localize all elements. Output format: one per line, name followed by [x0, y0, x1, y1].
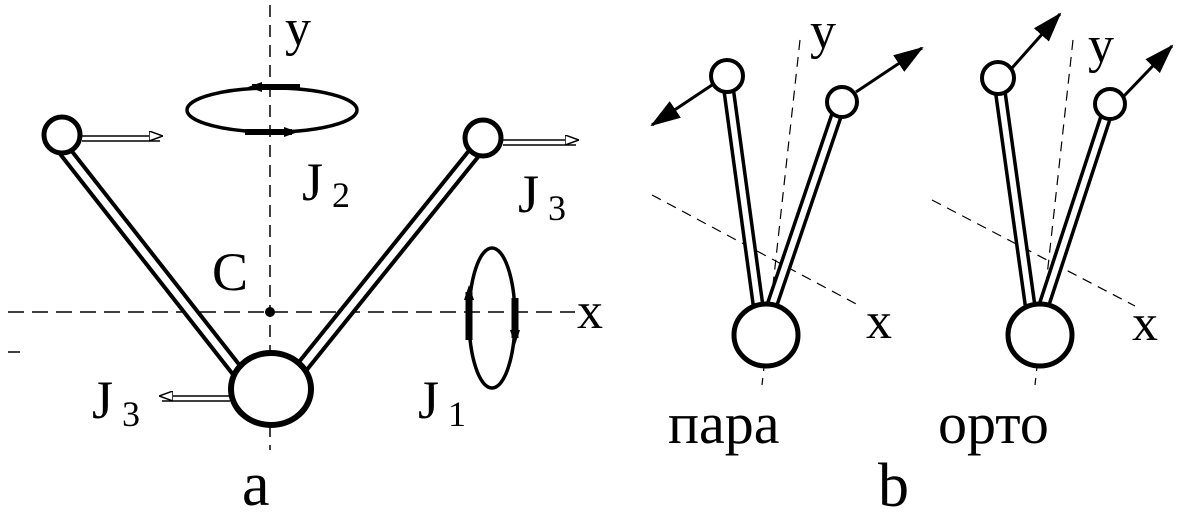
x-axis-label-a: x — [577, 283, 603, 340]
arrow-left-para — [650, 83, 713, 127]
caption-para: пара — [668, 391, 780, 456]
panel-label-a: a — [242, 451, 270, 515]
y-axis-label-orto: y — [1088, 17, 1114, 74]
atom-large-a — [228, 350, 314, 428]
j2-subscript: 2 — [332, 175, 350, 215]
atom-large-orto — [1005, 301, 1075, 369]
bond-left-a — [54, 140, 244, 377]
j1-label: J — [418, 370, 439, 430]
j2-label: J — [302, 152, 323, 212]
panel-label-b: b — [878, 452, 909, 515]
panel-a: y x C a J 2 J 3 J 3 J 1 — [8, 0, 603, 515]
atom-large-para — [731, 301, 801, 369]
j3-left-subscript: 3 — [122, 394, 140, 434]
bond-right-para — [765, 102, 847, 308]
center-label-c: C — [212, 242, 248, 302]
panel-b-para: y x пара — [650, 3, 924, 456]
y-axis-label-a: y — [285, 0, 311, 57]
center-of-mass-dot — [265, 307, 275, 317]
rotation-j1-ellipse — [464, 246, 520, 390]
rotation-j2-ellipse — [185, 82, 359, 137]
caption-orto: орто — [938, 391, 1049, 456]
j1-subscript: 1 — [448, 394, 466, 434]
bond-left-orto — [993, 89, 1037, 306]
arrow-right-orto — [1122, 44, 1174, 98]
j3-right-label: J — [518, 164, 539, 224]
atom-small-right-orto — [1093, 87, 1127, 121]
x-axis-label-para: x — [866, 293, 892, 350]
bond-left-para — [721, 84, 765, 306]
arrow-right-para — [855, 46, 924, 94]
atom-small-right-a — [462, 117, 504, 159]
x-axis-label-orto: x — [1132, 295, 1158, 352]
atom-small-left-para — [709, 58, 745, 94]
panel-b-orto: y x орто — [931, 12, 1174, 456]
j3-right-subscript: 3 — [548, 188, 566, 228]
y-axis-label-para: y — [810, 3, 836, 60]
bond-right-orto — [1037, 107, 1115, 308]
x-axis-para — [651, 194, 861, 307]
bond-right-a — [292, 137, 489, 377]
atom-small-left-orto — [980, 60, 1016, 96]
x-axis-orto — [931, 199, 1136, 307]
arrow-left-orto — [1010, 12, 1062, 69]
j3-left-label: J — [92, 370, 113, 430]
atom-small-left-a — [41, 114, 83, 156]
atom-small-right-para — [825, 85, 859, 119]
